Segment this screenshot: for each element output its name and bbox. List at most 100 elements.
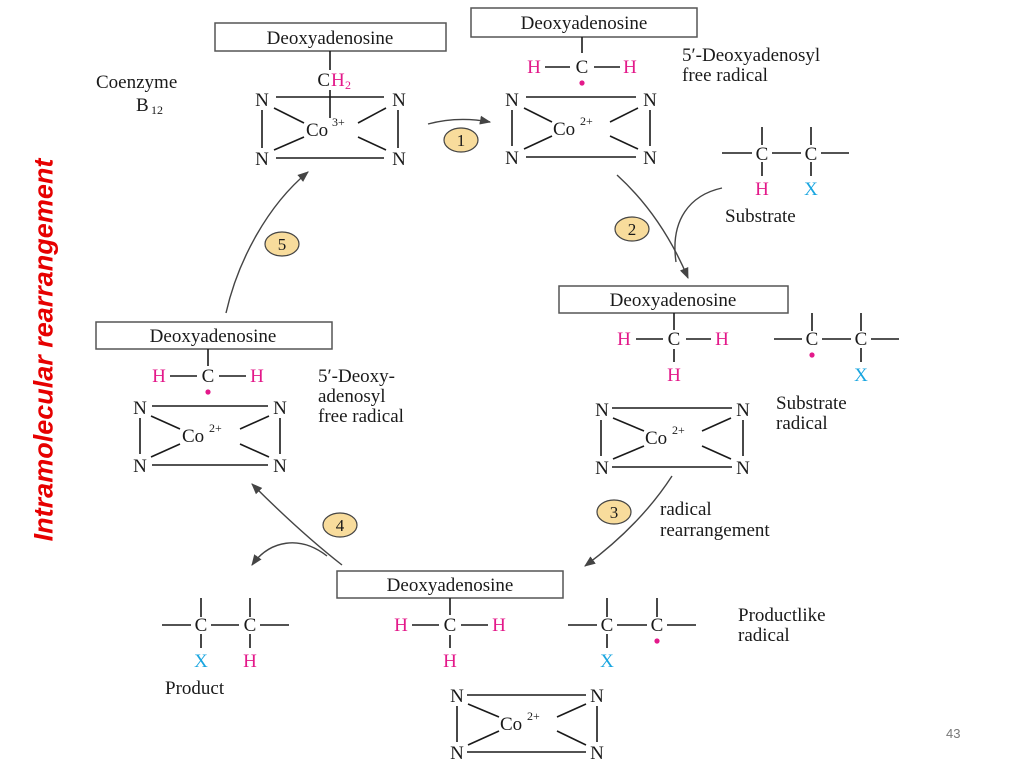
carbon-atom: C <box>576 57 589 78</box>
nitrogen-atom: N <box>273 456 287 477</box>
cobalt-atom: Co <box>645 428 667 449</box>
radical-left-label-line2: adenosyl <box>318 386 386 407</box>
coenzyme-label: Coenzyme <box>96 72 177 93</box>
hydrogen-atom: H <box>617 329 631 350</box>
cobalt-atom: Co <box>306 120 328 141</box>
step-4-badge <box>322 512 358 538</box>
deoxyadenosine-label: Deoxyadenosine <box>267 28 394 49</box>
carbon-atom: C <box>444 615 457 636</box>
coenzyme-b-label: B <box>136 95 149 116</box>
radical-left-label-line3: free radical <box>318 406 404 427</box>
carbon-atom: C <box>668 329 681 350</box>
nitrogen-atom: N <box>392 90 406 111</box>
substrate-entry-arrow <box>674 187 723 263</box>
cobalt-charge: 3+ <box>332 115 345 129</box>
deoxyadenosine-label: Deoxyadenosine <box>610 290 737 311</box>
productlike-radical-structure: Deoxyadenosine H C H H C C X Productlike… <box>336 570 826 764</box>
deoxyadenosine-box <box>95 321 333 350</box>
product-exit-arrow <box>251 542 328 566</box>
cycle-arrows <box>225 115 723 567</box>
deoxyadenosine-label: Deoxyadenosine <box>150 326 277 347</box>
intramolecular-rearrangement-label: Intramolecular rearrangement <box>28 158 59 542</box>
substrate-label: Substrate <box>725 206 796 227</box>
hydrogen-atom: H <box>243 651 257 672</box>
nitrogen-atom: N <box>590 686 604 707</box>
carbon-atom: C <box>651 615 664 636</box>
step-1-number: 1 <box>457 131 466 150</box>
step-1-badge <box>443 127 479 153</box>
substrate-radical-label-line2: radical <box>776 413 828 434</box>
carbon-atom: C <box>195 615 208 636</box>
ch2-subscript: 2 <box>345 78 351 92</box>
radical-label-line2: free radical <box>682 65 768 86</box>
radical-label-line1: 5′-Deoxyadenosyl <box>682 45 820 66</box>
nitrogen-atom: N <box>273 398 287 419</box>
slide-number: 43 <box>946 726 961 741</box>
nitrogen-atom: N <box>505 90 519 111</box>
step-5-number: 5 <box>278 235 287 254</box>
nitrogen-atom: N <box>450 743 464 764</box>
radical-dot <box>579 80 585 86</box>
radical-structure-left: Deoxyadenosine H C H 5′-Deoxy- adenosyl … <box>95 321 404 477</box>
step-3-arrow <box>584 475 673 567</box>
nitrogen-atom: N <box>736 458 750 479</box>
hydrogen-atom: H <box>152 366 166 387</box>
nitrogen-atom: N <box>392 149 406 170</box>
cobalt-atom: Co <box>182 426 204 447</box>
radical-dot <box>205 389 211 395</box>
ch2-hydrogens: H <box>331 70 345 91</box>
hydrogen-atom: H <box>443 651 457 672</box>
substituent-x: X <box>804 179 818 200</box>
substituent-x: X <box>600 651 614 672</box>
step-3-number: 3 <box>610 503 619 522</box>
hydrogen-atom: H <box>755 179 769 200</box>
hydrogen-atom: H <box>394 615 408 636</box>
nitrogen-atom: N <box>643 148 657 169</box>
carbon-atom: C <box>601 615 614 636</box>
nitrogen-atom: N <box>595 400 609 421</box>
ch2-carbon: C <box>317 70 330 91</box>
cobalt-atom: Co <box>500 714 522 735</box>
step-2-badge <box>614 216 650 242</box>
deoxyadenosine-box <box>214 22 447 52</box>
nitrogen-atom: N <box>736 400 750 421</box>
nitrogen-atom: N <box>255 90 269 111</box>
nitrogen-atom: N <box>255 149 269 170</box>
substrate-radical-structure: Deoxyadenosine H C H H C C X Substrate r… <box>558 285 899 479</box>
step-1-arrow <box>427 115 492 125</box>
carbon-atom: C <box>756 144 769 165</box>
step-5-badge <box>264 231 300 257</box>
nitrogen-atom: N <box>595 458 609 479</box>
hydrogen-atom: H <box>527 57 541 78</box>
coenzyme-b12-structure: Deoxyadenosine C H 2 N N N N Co 3+ Coenz… <box>96 22 447 170</box>
deoxyadenosine-label: Deoxyadenosine <box>521 13 648 34</box>
nitrogen-atom: N <box>133 398 147 419</box>
carbon-atom: C <box>855 329 868 350</box>
productlike-label-line1: Productlike <box>738 605 826 626</box>
rearrangement-label-line2: rearrangement <box>660 520 770 541</box>
carbon-atom: C <box>805 144 818 165</box>
substrate-radical-label-line1: Substrate <box>776 393 847 414</box>
cobalt-atom: Co <box>553 119 575 140</box>
carbon-atom: C <box>244 615 257 636</box>
product-label: Product <box>165 678 225 699</box>
rearrangement-label-line1: radical <box>660 499 712 520</box>
step-badges: 1 2 3 4 5 <box>264 127 650 538</box>
radical-dot <box>654 638 660 644</box>
hydrogen-atom: H <box>623 57 637 78</box>
substrate-structure: C C H X Substrate <box>722 127 849 227</box>
substituent-x: X <box>854 365 868 386</box>
nitrogen-atom: N <box>450 686 464 707</box>
step-2-arrow <box>616 174 689 280</box>
cobalt-charge: 2+ <box>672 423 685 437</box>
deoxyadenosine-box <box>558 285 789 314</box>
hydrogen-atom: H <box>715 329 729 350</box>
step-2-number: 2 <box>628 220 637 239</box>
carbon-atom: C <box>806 329 819 350</box>
hydrogen-atom: H <box>250 366 264 387</box>
nitrogen-atom: N <box>505 148 519 169</box>
cobalt-charge: 2+ <box>527 709 540 723</box>
step-4-arrow <box>251 483 343 566</box>
radical-dot <box>809 352 815 358</box>
